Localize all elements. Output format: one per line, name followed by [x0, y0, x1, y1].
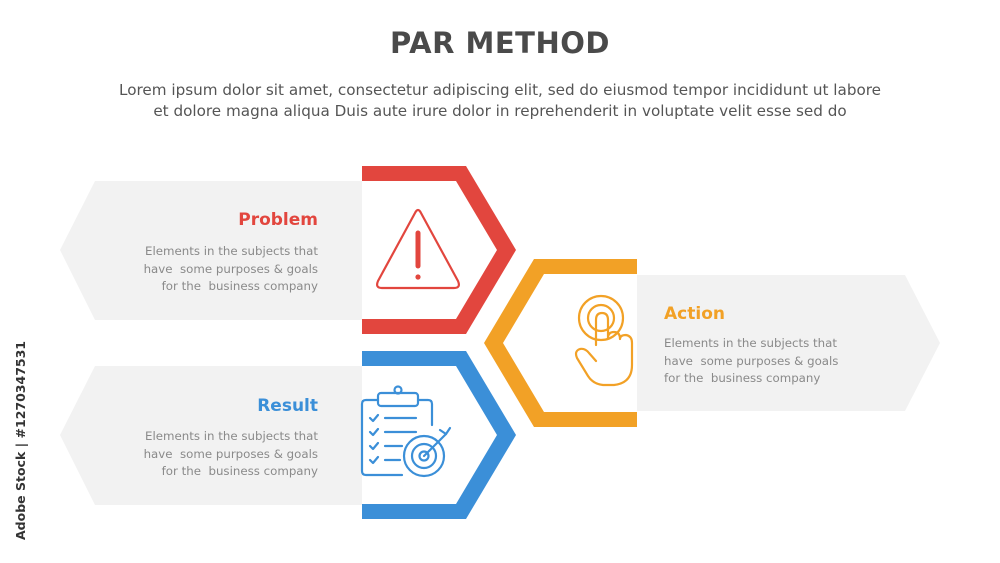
- action-card: [580, 275, 940, 411]
- action-description: Elements in the subjects that have some …: [664, 336, 839, 385]
- problem-title: Problem: [168, 210, 318, 230]
- action-title-text: Action: [664, 304, 725, 324]
- subtitle-line-2: et dolore magna aliqua Duis aute irure d…: [153, 102, 847, 120]
- result-card: [60, 366, 450, 505]
- side-credit-text: Adobe Stock | #1270347531: [13, 341, 28, 540]
- page-subtitle: Lorem ipsum dolor sit amet, consectetur …: [20, 80, 980, 122]
- result-description: Elements in the subjects that have some …: [143, 429, 318, 478]
- clipboard-target-icon: [360, 385, 452, 478]
- problem-card: [60, 181, 450, 320]
- result-title-text: Result: [257, 396, 318, 416]
- action-title: Action: [664, 304, 814, 324]
- problem-title-text: Problem: [238, 210, 318, 230]
- problem-hexagon: [362, 166, 516, 334]
- hand-pointer-icon: [574, 294, 634, 387]
- subtitle-line-1: Lorem ipsum dolor sit amet, consectetur …: [119, 81, 881, 99]
- problem-description: Elements in the subjects that have some …: [143, 244, 318, 293]
- side-credit: Adobe Stock | #1270347531: [13, 330, 33, 540]
- result-hexagon: [362, 351, 516, 519]
- page-title: PAR METHOD: [390, 26, 610, 60]
- warning-triangle-icon: [376, 208, 460, 290]
- result-title: Result: [168, 396, 318, 416]
- action-hexagon: [484, 259, 637, 427]
